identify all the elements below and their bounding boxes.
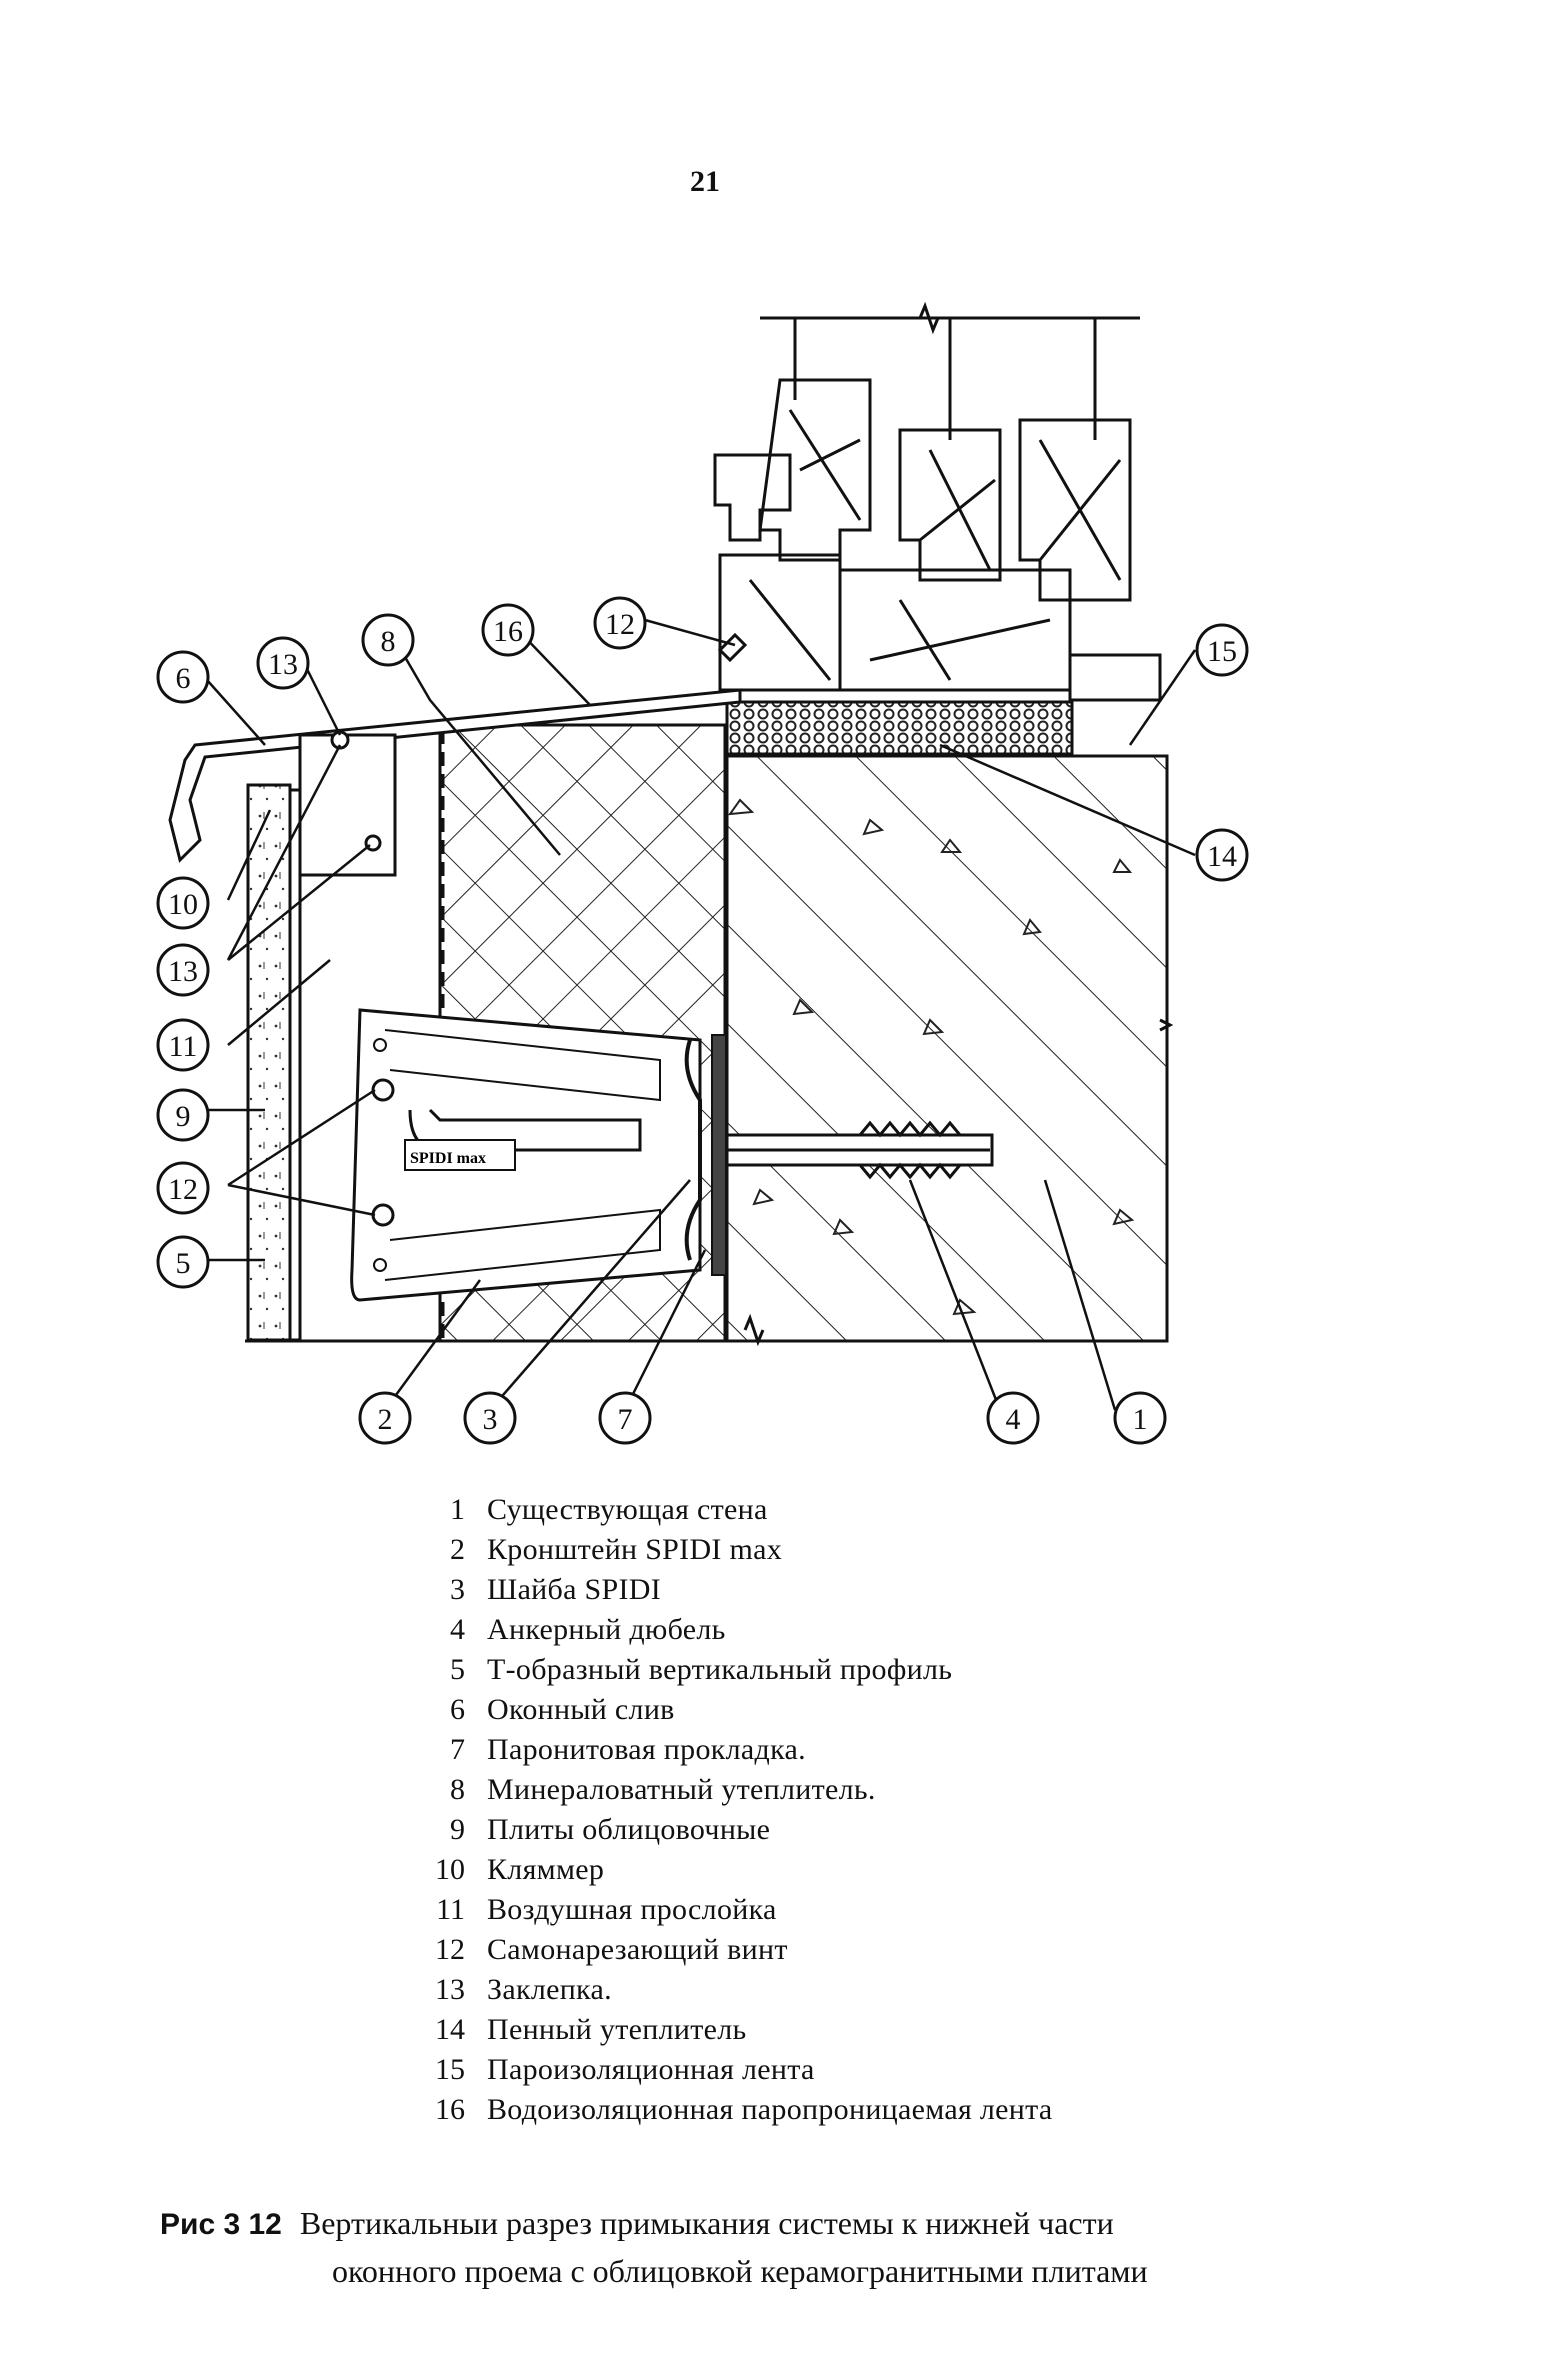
callout-13-top: 13	[256, 636, 310, 690]
svg-text:16: 16	[493, 615, 523, 648]
leader-lines	[200, 618, 1197, 1411]
svg-text:12: 12	[168, 1173, 198, 1206]
svg-text:8: 8	[381, 625, 396, 658]
callout-7: 7	[598, 1391, 652, 1445]
callout-10: 10	[156, 876, 210, 930]
callout-8: 8	[361, 613, 415, 667]
svg-text:12: 12	[605, 608, 635, 641]
svg-text:13: 13	[168, 955, 198, 988]
window-frame	[713, 316, 1162, 702]
brand-mark: SPIDI max	[410, 1150, 486, 1167]
caption-line-2: оконного проема с облицовкой керамограни…	[332, 2253, 1148, 2289]
svg-text:13: 13	[268, 648, 298, 681]
existing-wall	[725, 754, 1169, 1343]
callout-9: 9	[156, 1088, 210, 1142]
svg-text:14: 14	[1207, 840, 1237, 873]
callout-14: 14	[1195, 828, 1249, 882]
svg-text:9: 9	[176, 1100, 191, 1133]
callout-11: 11	[156, 1018, 210, 1072]
clamp	[298, 733, 397, 877]
svg-text:10: 10	[168, 888, 198, 921]
section-diagram: SPIDI max 6 13	[156, 301, 1249, 1445]
svg-text:2: 2	[378, 1403, 393, 1436]
callout-1: 1	[1113, 1391, 1167, 1445]
window-sill	[168, 688, 742, 863]
callout-12-left: 12	[156, 1161, 210, 1215]
callout-12-top: 12	[593, 596, 647, 650]
svg-text:1: 1	[1133, 1403, 1148, 1436]
svg-text:15: 15	[1207, 635, 1237, 668]
svg-text:4: 4	[1006, 1403, 1021, 1436]
svg-text:3: 3	[483, 1403, 498, 1436]
figure-number: Рис 3 12	[160, 2208, 282, 2241]
callout-5: 5	[156, 1235, 210, 1289]
svg-text:7: 7	[618, 1403, 633, 1436]
svg-text:11: 11	[169, 1030, 198, 1063]
screw-12-window	[717, 632, 748, 663]
callout-3: 3	[463, 1391, 517, 1445]
anchor-dowel	[725, 1120, 994, 1180]
callout-15: 15	[1195, 623, 1249, 677]
paronite-gasket	[711, 1034, 727, 1276]
svg-text:6: 6	[176, 662, 191, 695]
callout-6: 6	[156, 650, 210, 704]
callout-13-left: 13	[156, 943, 210, 997]
foam-insulation	[725, 700, 1074, 756]
washer-spidi	[684, 1039, 702, 1261]
bracket-spidi-max	[350, 1008, 702, 1302]
rivet-13	[330, 730, 350, 750]
svg-text:5: 5	[176, 1247, 191, 1280]
cladding-plate	[246, 783, 292, 1342]
t-profile	[288, 788, 302, 1342]
callout-4: 4	[986, 1391, 1040, 1445]
page-number: 21	[690, 165, 720, 198]
callout-16: 16	[481, 603, 535, 657]
callout-2: 2	[358, 1391, 412, 1445]
